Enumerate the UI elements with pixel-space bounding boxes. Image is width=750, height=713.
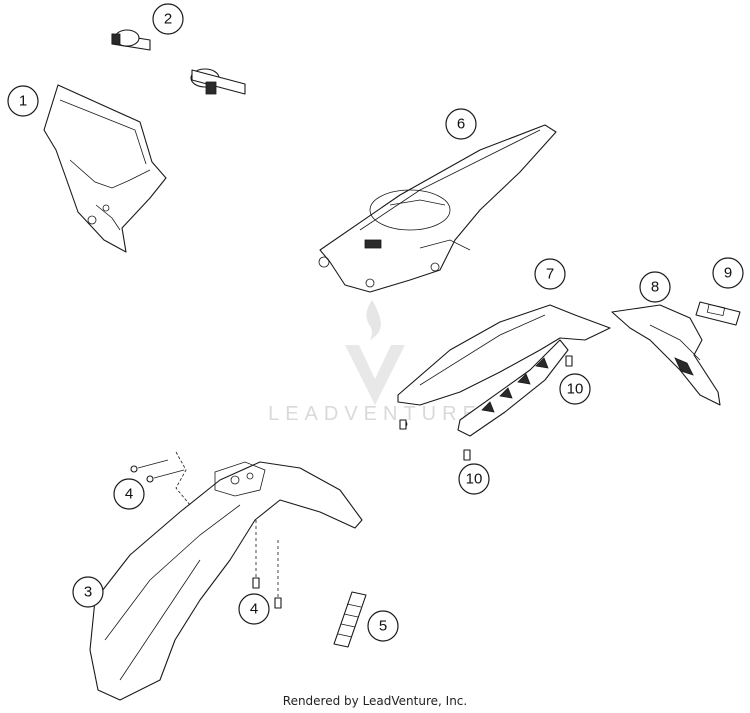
callout-3: 3 <box>72 576 104 608</box>
bolts-lower <box>252 520 282 609</box>
clamp-lower <box>190 68 246 95</box>
callout-2: 2 <box>152 3 184 35</box>
svg-text:5: 5 <box>379 618 387 635</box>
callout-10-lower: 10 <box>458 463 490 495</box>
bolts-upper <box>130 451 191 506</box>
callout-9: 9 <box>712 257 744 289</box>
svg-text:8: 8 <box>651 279 659 296</box>
tail-light-section <box>611 304 721 406</box>
callout-6: 6 <box>445 108 477 140</box>
footer-credit: Rendered by LeadVenture, Inc. <box>282 694 468 708</box>
callout-4-lower: 4 <box>238 593 270 625</box>
svg-text:4: 4 <box>250 601 258 618</box>
svg-text:3: 3 <box>84 584 92 601</box>
callout-7: 7 <box>534 258 566 290</box>
rear-fender-top <box>318 124 557 293</box>
headlight-mask <box>43 84 167 253</box>
watermark-text: LEADVENTURE <box>268 403 482 425</box>
front-fender <box>89 461 363 701</box>
callout-8: 8 <box>639 271 671 303</box>
callout-5: 5 <box>367 610 399 642</box>
svg-text:6: 6 <box>457 116 465 133</box>
leadventure-watermark: LEADVENTURE <box>268 300 482 425</box>
rear-fender-side <box>397 304 611 437</box>
reflective-decal <box>333 591 367 648</box>
callout-4-upper: 4 <box>113 478 145 510</box>
svg-text:10: 10 <box>567 381 584 398</box>
svg-text:2: 2 <box>164 11 172 28</box>
svg-text:9: 9 <box>724 265 732 282</box>
svg-text:10: 10 <box>466 471 483 488</box>
bolts-rear <box>399 355 573 461</box>
clamp-upper <box>111 29 151 51</box>
svg-text:4: 4 <box>125 486 133 503</box>
reflector-plate <box>695 301 741 326</box>
callout-1: 1 <box>7 85 39 117</box>
svg-text:7: 7 <box>546 266 554 283</box>
callout-10-upper: 10 <box>559 373 591 405</box>
svg-text:1: 1 <box>19 93 27 110</box>
